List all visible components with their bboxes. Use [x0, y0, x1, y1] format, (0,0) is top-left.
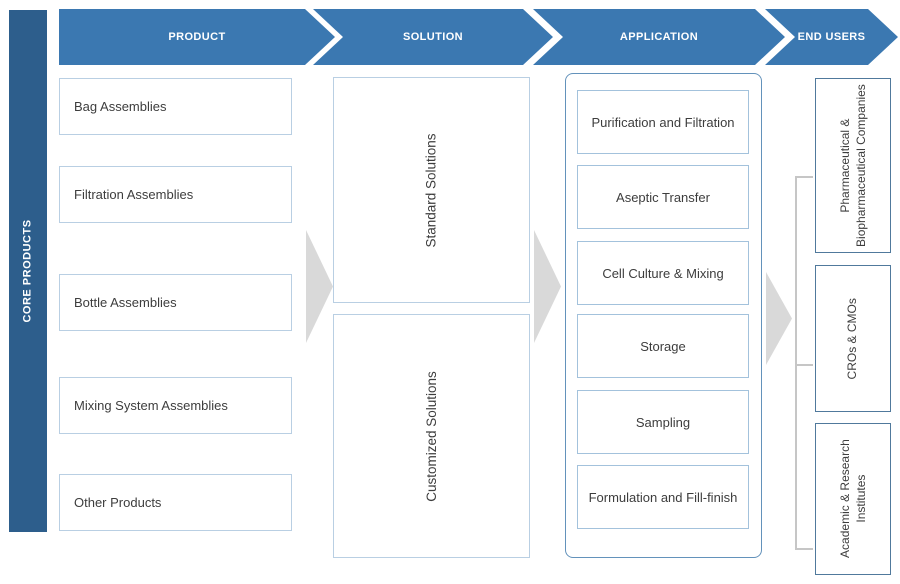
end-user-box-academic-research: Academic & Research Institutes: [815, 423, 891, 575]
stage-header-application: APPLICATION: [533, 9, 785, 65]
end-user-box-pharma-biopharma: Pharmaceutical & Biopharmaceutical Compa…: [815, 78, 891, 253]
end-user-label-line: CROs & CMOs: [845, 297, 860, 380]
end-user-label: CROs & CMOs: [845, 298, 861, 379]
end-user-label-line: Biopharmaceutical Companies: [853, 84, 867, 247]
end-user-box-cros-cmos: CROs & CMOs: [815, 265, 891, 412]
end-users-bracket-stub: [796, 548, 813, 550]
application-label: Purification and Filtration: [591, 114, 735, 130]
product-box-bag-assemblies: Bag Assemblies: [59, 78, 292, 135]
end-users-bracket-line: [795, 176, 797, 550]
end-users-bracket-stub: [796, 364, 813, 366]
core-products-bar: CORE PRODUCTS: [9, 10, 47, 532]
product-label: Bottle Assemblies: [74, 295, 177, 310]
product-box-mixing-system-assemblies: Mixing System Assemblies: [59, 377, 292, 434]
end-users-bracket-stub: [796, 176, 813, 178]
stage-header-application-label: APPLICATION: [619, 31, 699, 43]
application-box-aseptic-transfer: Aseptic Transfer: [577, 165, 749, 229]
application-box-sampling: Sampling: [577, 390, 749, 454]
solution-box-standard: Standard Solutions: [333, 77, 530, 303]
end-user-label: Academic & Research Institutes: [837, 440, 868, 559]
end-user-label: Pharmaceutical & Biopharmaceutical Compa…: [837, 84, 868, 247]
solution-label: Customized Solutions: [423, 370, 439, 502]
stage-header-product-label: PRODUCT: [168, 31, 226, 43]
core-products-label: CORE PRODUCTS: [22, 219, 34, 323]
product-label: Other Products: [74, 495, 162, 510]
application-label: Sampling: [635, 414, 691, 430]
application-label: Cell Culture & Mixing: [602, 265, 724, 281]
application-group-container: Purification and Filtration Aseptic Tran…: [565, 73, 762, 558]
solution-box-customized: Customized Solutions: [333, 314, 530, 558]
application-label: Storage: [640, 338, 686, 354]
application-box-storage: Storage: [577, 314, 749, 378]
application-label: Aseptic Transfer: [616, 189, 710, 205]
application-box-purification-filtration: Purification and Filtration: [577, 90, 749, 154]
product-box-bottle-assemblies: Bottle Assemblies: [59, 274, 292, 331]
flow-arrow-icon: [766, 272, 792, 365]
end-user-label-line: Institutes: [853, 474, 867, 524]
stage-header-solution: SOLUTION: [313, 9, 553, 65]
product-label: Filtration Assemblies: [74, 187, 194, 202]
end-user-label-line: Pharmaceutical &: [837, 118, 852, 213]
application-box-formulation-fill-finish: Formulation and Fill-finish: [577, 465, 749, 529]
flow-arrow-icon: [534, 230, 561, 343]
product-label: Bag Assemblies: [74, 99, 167, 114]
solution-label: Standard Solutions: [423, 132, 439, 248]
application-label: Formulation and Fill-finish: [588, 489, 738, 505]
product-label: Mixing System Assemblies: [74, 398, 228, 413]
end-user-label-line: Academic & Research: [837, 439, 852, 559]
stage-header-end-users-label: END USERS: [797, 31, 866, 43]
stage-header-solution-label: SOLUTION: [402, 31, 464, 43]
application-box-cell-culture-mixing: Cell Culture & Mixing: [577, 241, 749, 305]
product-box-other-products: Other Products: [59, 474, 292, 531]
flow-arrow-icon: [306, 230, 333, 343]
stage-header-product: PRODUCT: [59, 9, 335, 65]
product-box-filtration-assemblies: Filtration Assemblies: [59, 166, 292, 223]
